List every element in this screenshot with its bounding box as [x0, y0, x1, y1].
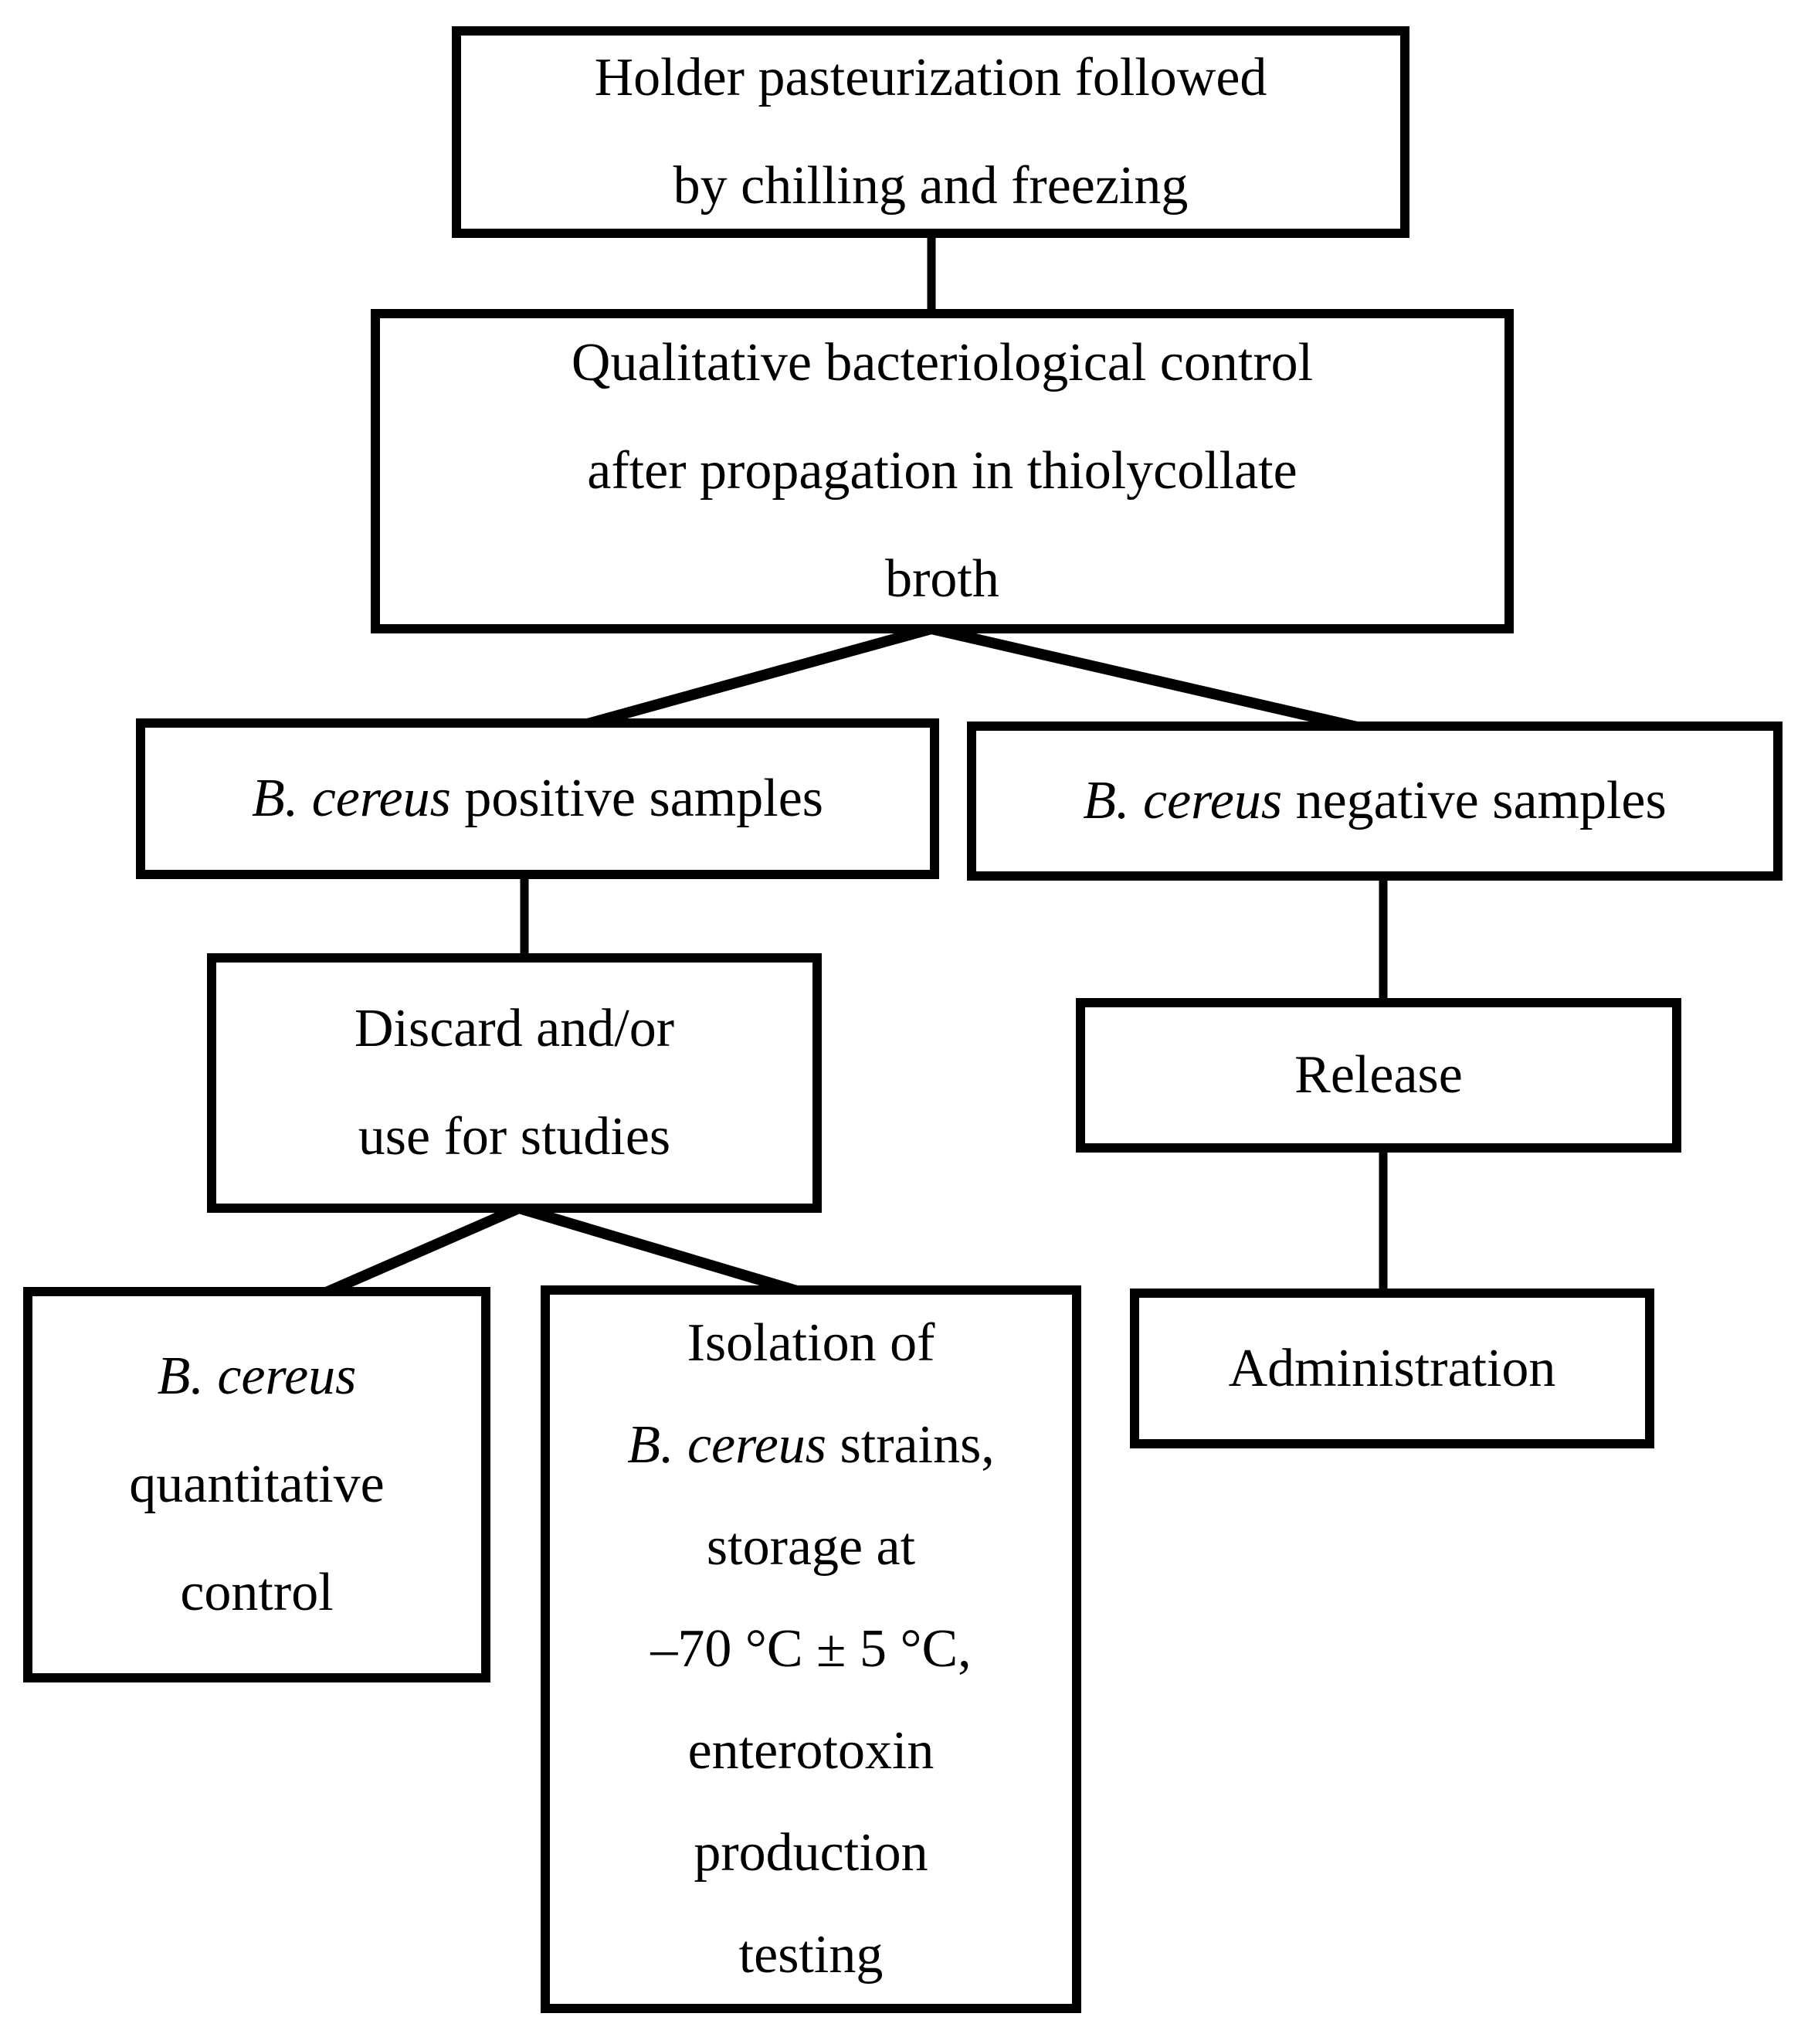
box-isolation-storage-enterotoxin-testing: Isolation of B. cereus strains, storage at…	[541, 1285, 1081, 2013]
box-text-line: B. cereus negative samples	[1083, 771, 1667, 830]
box-discard-or-use-for-studies: Discard and/or use for studies	[207, 953, 822, 1213]
box-text-line: quantitative	[129, 1455, 385, 1514]
box-text-line: broth	[885, 549, 999, 609]
box-text-line: testing	[738, 1925, 884, 1985]
box-holder-pasteurization: Holder pasteurization followed by chillin…	[452, 26, 1409, 238]
box-b-cereus-negative-samples: B. cereus negative samples	[967, 722, 1783, 881]
box-text-line: use for studies	[358, 1107, 671, 1166]
box-b-cereus-positive-samples: B. cereus positive samples	[136, 718, 939, 879]
edge-discard-to-quantitative	[322, 1203, 521, 1299]
box-administration: Administration	[1130, 1289, 1654, 1448]
box-release: Release	[1076, 998, 1681, 1153]
box-text-line: B. cereus	[157, 1346, 357, 1406]
box-text-line: Qualitative bacteriological control	[571, 333, 1314, 392]
box-text-line: Administration	[1228, 1338, 1556, 1398]
box-text-line: B. cereus strains,	[627, 1415, 995, 1475]
box-b-cereus-quantitative-control: B. cereus quantitative control	[23, 1287, 490, 1682]
box-text-line: after propagation in thiolycollate	[587, 441, 1297, 501]
box-text-line: control	[180, 1563, 334, 1622]
box-text-line: enterotoxin	[687, 1721, 935, 1781]
box-text-line: Holder pasteurization followed	[594, 48, 1267, 107]
box-text-line: storage at	[706, 1517, 916, 1577]
box-text-line: Discard and/or	[354, 999, 675, 1058]
box-text-line: production	[694, 1823, 928, 1883]
box-text-line: B. cereus positive samples	[251, 769, 824, 828]
edge-qualitative-to-positive	[583, 623, 933, 730]
box-text-line: by chilling and freezing	[673, 156, 1189, 216]
box-text-line: Release	[1294, 1045, 1463, 1105]
box-text-line: –70 °C ± 5 °C,	[650, 1619, 972, 1679]
box-text-line: Isolation of	[687, 1313, 935, 1373]
edge-qualitative-to-negative	[930, 623, 1369, 735]
box-qualitative-bacteriological-control: Qualitative bacteriological control after…	[371, 309, 1514, 633]
edge-discard-to-isolation	[517, 1203, 801, 1297]
